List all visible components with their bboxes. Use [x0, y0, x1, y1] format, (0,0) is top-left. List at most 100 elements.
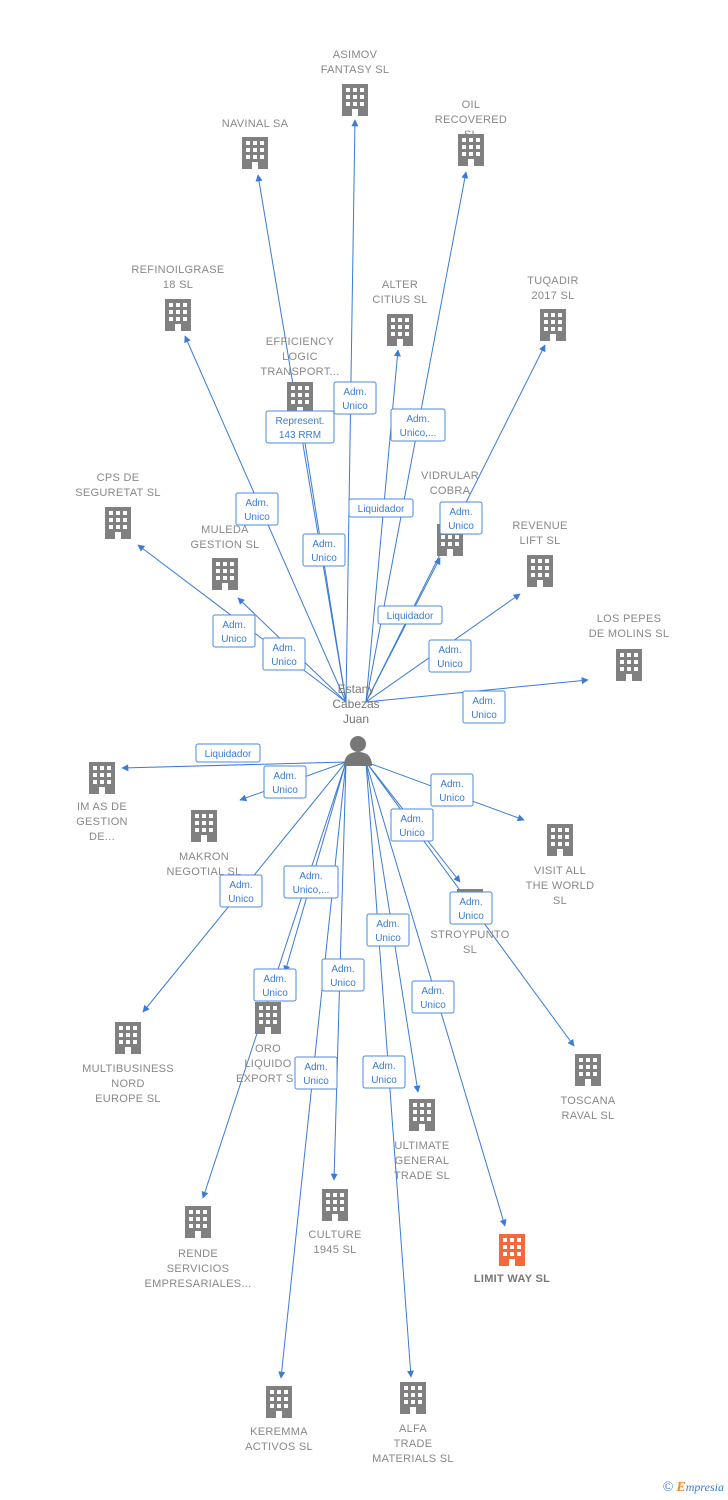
company-label: ALFA: [399, 1423, 427, 1435]
edge-role-text: Adm.: [299, 871, 322, 882]
company-label: TRANSPORT...: [260, 366, 339, 378]
company-label: CITIUS SL: [372, 294, 427, 306]
company-label: MATERIALS SL: [372, 1453, 454, 1465]
edge-vidrular: [365, 557, 441, 703]
edge-label-visit: Adm. Unico: [430, 773, 474, 807]
company-label: MULEDA: [201, 524, 249, 536]
building-icon: [191, 810, 217, 842]
edge-label-box: [263, 765, 307, 799]
company-node-alfa[interactable]: ALFA TRADE MATERIALS SL: [372, 1382, 454, 1465]
edge-role-text: Adm.: [449, 507, 472, 518]
edge-label-box: [377, 605, 443, 625]
edge-label-rende: Adm.Unico: [253, 968, 297, 1002]
company-node-imas[interactable]: IM AS DEGESTIONDE...: [76, 762, 128, 843]
company-label: LOS PEPES: [597, 613, 661, 625]
edge-label-box: [283, 865, 339, 899]
company-label: GENERAL: [395, 1155, 450, 1167]
edge-label-imas: Liquidador: [195, 743, 261, 763]
edge-role-text: Unico: [303, 1076, 329, 1087]
company-label: NORD: [111, 1078, 145, 1090]
company-label: SERVICIOS: [167, 1263, 229, 1275]
edge-label-culture: Adm.Unico: [321, 958, 365, 992]
company-label: SL: [553, 895, 567, 907]
company-node-efficiency[interactable]: EFFICIENCYLOGICTRANSPORT...: [260, 336, 339, 414]
edge-label-ultimate: Adm.Unico: [366, 913, 410, 947]
company-node-rende[interactable]: RENDESERVICIOSEMPRESARIALES...: [145, 1206, 252, 1290]
edge-label-box: [294, 1056, 338, 1090]
edge-label-oro: Adm.Unico,...: [283, 865, 339, 899]
company-label: 2017 SL: [531, 290, 574, 302]
company-label: CULTURE: [308, 1229, 361, 1241]
company-label: LOGIC: [282, 351, 318, 363]
company-label: MULTIBUSINESS: [82, 1063, 174, 1075]
edge-label-limitway: Adm.Unico: [411, 980, 455, 1014]
center-label-line-1: Estany: [338, 682, 375, 696]
edge-label-box: [430, 773, 474, 807]
building-icon: [409, 1099, 435, 1131]
edge-role-text: Unico: [439, 793, 465, 804]
edge-role-text: Adm.: [304, 1062, 327, 1073]
edge-role-text: Adm.: [438, 645, 461, 656]
edge-role-text: Adm.: [272, 643, 295, 654]
center-person-node[interactable]: Estany Cabezas Juan: [332, 682, 380, 766]
edge-imas: [121, 761, 347, 772]
edge-label-box: [321, 958, 365, 992]
edge-role-text: Unico: [244, 512, 270, 523]
company-label: VIDRULAR: [421, 470, 479, 482]
building-icon: [185, 1206, 211, 1238]
edge-label-asimov: Adm.Unico: [333, 381, 377, 415]
edge-label-box: [262, 637, 306, 671]
edge-role-text: Unico: [458, 911, 484, 922]
edge-role-text: Unico: [375, 933, 401, 944]
edge-label-box: [390, 808, 434, 842]
edge-role-text: Unico: [228, 894, 254, 905]
edge-role-text: Adm.: [421, 986, 444, 997]
edge-role-text: Adm.: [440, 779, 463, 790]
edge-label-navinal: Adm.Unico: [302, 533, 346, 567]
company-label: LIFT SL: [519, 535, 560, 547]
company-label: TOSCANA: [560, 1095, 615, 1107]
company-node-navinal[interactable]: NAVINAL SA: [222, 118, 289, 169]
company-node-limitway[interactable]: LIMIT WAY SL: [474, 1234, 550, 1285]
edge-role-text: Unico,...: [400, 428, 437, 439]
edge-label-alter: Liquidador: [348, 498, 414, 518]
center-label-line-3: Juan: [343, 712, 369, 726]
company-label: VISIT ALL: [534, 865, 586, 877]
building-icon: [387, 314, 413, 346]
edge-label-multibusiness: Adm. Unico: [219, 874, 263, 908]
edge-label-box: [265, 410, 335, 444]
edge-label-box: [302, 533, 346, 567]
edge-role-text: Adm.: [331, 964, 354, 975]
edge-role-text: Unico: [311, 553, 337, 564]
company-label: TRADE: [394, 1438, 433, 1450]
building-icon: [527, 555, 553, 587]
edge-role-text: Adm.: [229, 880, 252, 891]
edge-role-text: Adm.: [222, 620, 245, 631]
edge-role-text: Adm.: [372, 1061, 395, 1072]
building-icon: [105, 507, 131, 539]
building-icon: [165, 299, 191, 331]
edge-role-text: Adm.: [245, 498, 268, 509]
edge-label-muleda: Adm.Unico: [262, 637, 306, 671]
company-label: LIMIT WAY SL: [474, 1273, 550, 1285]
edge-role-text: Liquidador: [358, 504, 405, 515]
